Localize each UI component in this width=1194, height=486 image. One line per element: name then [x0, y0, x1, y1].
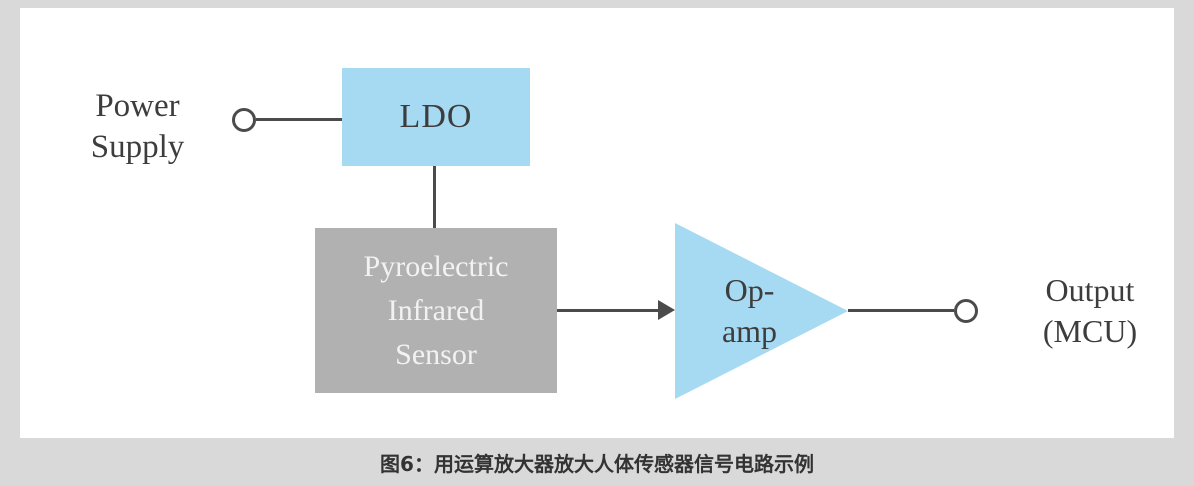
pyroelectric-sensor-label: Pyroelectric Infrared Sensor — [363, 249, 509, 371]
opamp-triangle-icon — [675, 223, 848, 399]
power-supply-label: Power Supply — [90, 88, 185, 165]
ldo-label: LDO — [399, 98, 473, 135]
wire-power-to-ldo — [256, 118, 342, 121]
figure-caption: 图6：用运算放大器放大人体传感器信号电路示例 — [380, 452, 814, 476]
wire-sensor-to-opamp — [557, 309, 661, 312]
output-label: Output (MCU) — [1042, 272, 1138, 349]
output-terminal-icon — [954, 299, 978, 323]
opamp-label: Op- amp — [721, 272, 778, 349]
ldo-block: LDO — [342, 68, 530, 166]
figure-card: Power Supply LDO Pyroelectric Infrared S… — [20, 8, 1174, 438]
wire-opamp-to-output — [848, 309, 954, 312]
right-arrowhead-icon — [658, 300, 675, 320]
pyroelectric-sensor-block: Pyroelectric Infrared Sensor — [315, 228, 557, 393]
wire-ldo-to-sensor — [433, 166, 436, 228]
power-terminal-icon — [232, 108, 256, 132]
